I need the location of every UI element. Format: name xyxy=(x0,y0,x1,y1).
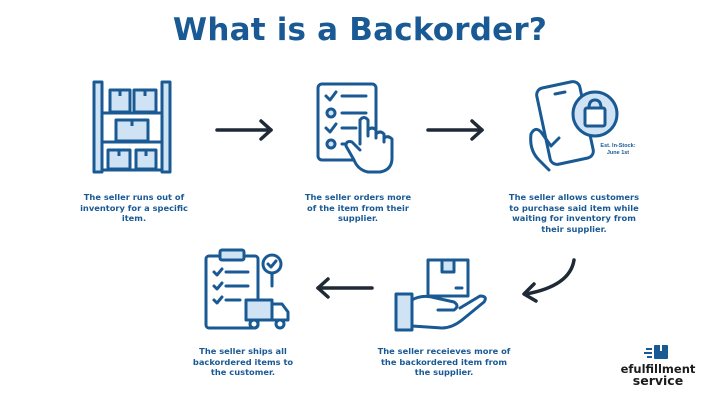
shelf-icon xyxy=(92,80,172,174)
phone-shopping-icon xyxy=(529,80,619,172)
caption-line: The seller ships all xyxy=(199,346,287,356)
caption-line: The seller orders more xyxy=(304,192,412,202)
efulfillment-logo: efulfillment service xyxy=(612,342,704,392)
arrow-right-icon xyxy=(426,119,484,141)
caption-line: The seller allows customers xyxy=(508,192,640,202)
caption-line: the customer. xyxy=(210,367,276,377)
caption-line: item. xyxy=(121,213,147,223)
stock-note-line: June 1st xyxy=(606,149,630,156)
caption-line: The seller runs out of xyxy=(83,192,185,202)
box-logo-icon xyxy=(644,345,668,359)
caption-line: of the item from their xyxy=(307,202,409,213)
caption-line: the backordered item from xyxy=(380,356,508,367)
caption-line: the supplier. xyxy=(414,367,474,377)
stock-note-line: Est. In-Stock: xyxy=(600,143,636,149)
step-caption-2: The seller orders more of the item from … xyxy=(288,192,428,224)
arrow-left-icon xyxy=(316,277,374,299)
caption-line: their supplier. xyxy=(541,223,607,234)
checklist-hand-icon xyxy=(316,82,394,174)
hand-box-icon xyxy=(394,258,487,332)
step-caption-3: The seller allows customers to purchase … xyxy=(496,192,652,234)
step-caption-1: The seller runs out of inventory for a s… xyxy=(64,192,204,224)
caption-line: The seller receieves more of xyxy=(377,346,511,356)
logo-text: efulfillment service xyxy=(612,362,704,388)
clipboard-truck-icon xyxy=(204,248,290,330)
caption-line: to purchase said item while xyxy=(509,202,639,213)
curved-arrow-icon xyxy=(522,258,576,303)
caption-line: waiting for inventory from xyxy=(512,213,636,223)
stock-note: Est. In-Stock: June 1st xyxy=(588,143,648,156)
caption-line: backordered items to xyxy=(192,356,294,367)
step-caption-4: The seller receieves more of the backord… xyxy=(366,346,522,378)
step-caption-5: The seller ships all backordered items t… xyxy=(178,346,308,378)
caption-line: supplier. xyxy=(337,213,379,223)
logo-line-2: service xyxy=(632,373,684,388)
logo-line-1: efulfillment xyxy=(620,362,696,376)
page-title: What is a Backorder? xyxy=(172,12,548,48)
caption-line: inventory for a specific xyxy=(80,202,188,213)
arrow-right-icon xyxy=(215,119,273,141)
